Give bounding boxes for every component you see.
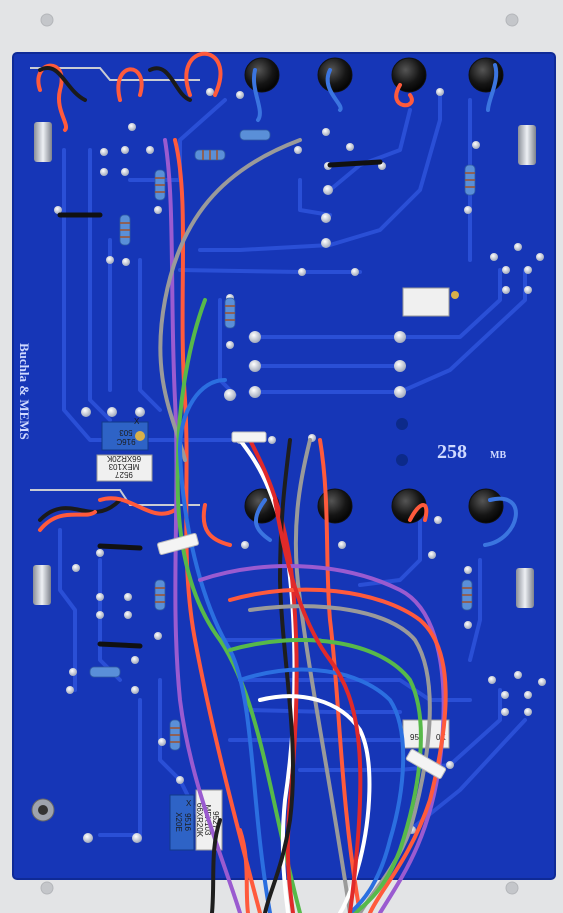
trimmer-4-bottom: X20E [174, 812, 183, 832]
trimmer-5-bottom: 66XR20K [195, 803, 204, 838]
silkscreen-maker: Buchla & MEMS [17, 343, 32, 440]
trimmer-3-top: 95 [410, 733, 419, 742]
trimmer-1-top: 916C [116, 437, 135, 446]
trimmer-2-top: 9527 [115, 470, 133, 479]
cable-ties [157, 431, 447, 779]
trimmer-1-mid: X [134, 417, 140, 426]
trimmer-5-top: 9527 [211, 811, 220, 829]
circuit-board [13, 53, 555, 879]
trimmer-4-top: 9516 [183, 813, 192, 831]
jumper-wires [57, 159, 383, 649]
trimmer-pots [96, 287, 459, 851]
wire-harness [158, 138, 448, 913]
resistors [89, 129, 476, 751]
jack-loop-wires [36, 51, 518, 547]
trimmer-4-mid: X [186, 799, 192, 808]
model-label: 258 [437, 441, 467, 463]
led-windows [396, 418, 408, 466]
solder-pads [54, 88, 546, 843]
trimmer-1-bottom: 503 [119, 428, 133, 437]
maker-label: Buchla & MEMS [17, 343, 32, 440]
trimmer-2-bottom: 66XR20K [106, 454, 141, 463]
model-suffix: MB [490, 450, 506, 461]
standoffs [31, 122, 536, 822]
trimmer-2-mid: MEX103 [108, 462, 139, 471]
panel-screw-holes [40, 13, 519, 895]
